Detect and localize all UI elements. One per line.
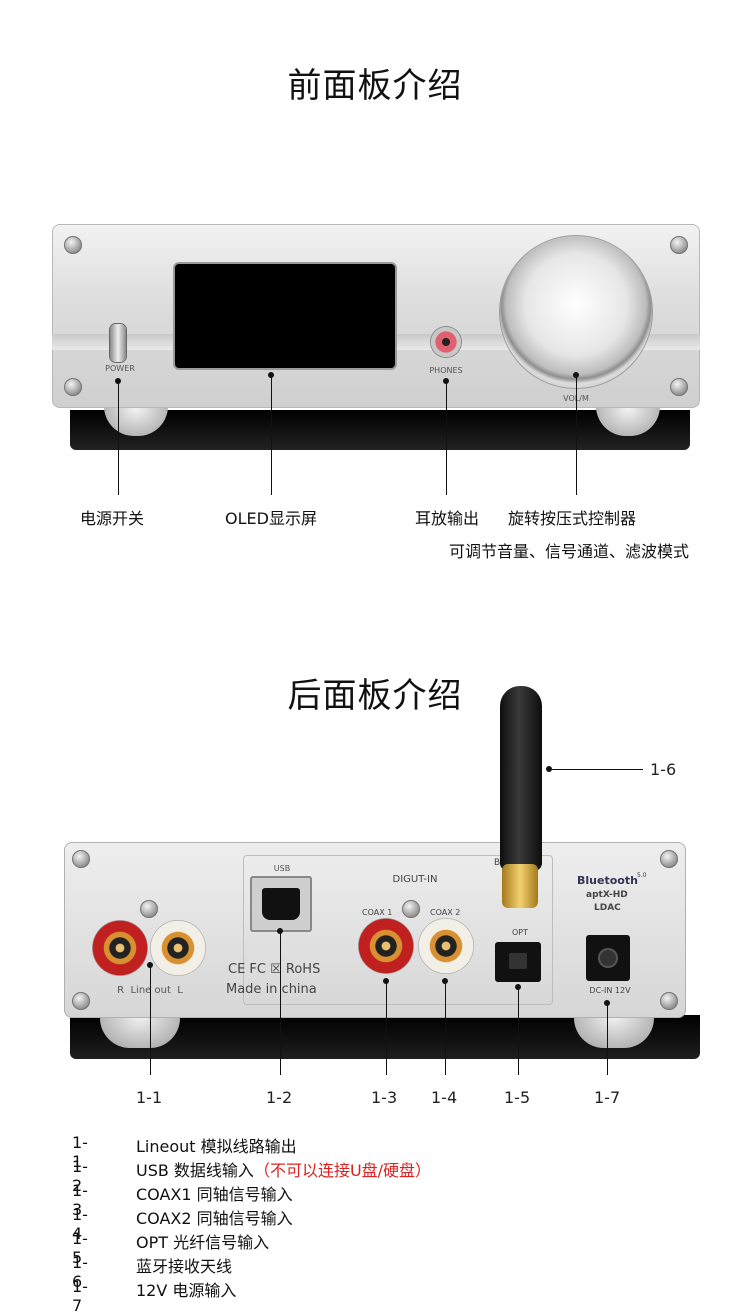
legend-key: 1-2 [72, 1157, 88, 1195]
volume-knob-icon [500, 236, 652, 388]
screw-icon [660, 850, 678, 868]
callout-1-6: 1-6 [650, 760, 677, 779]
usb-label: USB [273, 864, 291, 873]
phones-jack-icon [431, 327, 461, 357]
screw-icon [670, 236, 688, 254]
callout-1-1: 1-1 [136, 1088, 163, 1107]
legend-text: 蓝牙接收天线 [136, 1257, 233, 1276]
legend-key: 1-7 [72, 1277, 88, 1315]
legend-text: OPT 光纤信号输入 [136, 1233, 270, 1252]
phones-label: PHONES [429, 366, 463, 375]
optical-port-icon [495, 942, 541, 982]
bt-label: BT [494, 858, 506, 868]
callout-1-4: 1-4 [431, 1088, 458, 1107]
legend-note: （不可以连接U盘/硬盘） [253, 1161, 432, 1180]
leader-line [118, 381, 119, 495]
legend-text: COAX2 同轴信号输入 [136, 1209, 293, 1228]
bluetooth-version: 5.0 [637, 872, 647, 879]
callout-1-3: 1-3 [371, 1088, 398, 1107]
legend-key: 1-4 [72, 1205, 88, 1243]
rca-lineout-l-icon [150, 920, 206, 976]
callout-1-5: 1-5 [504, 1088, 531, 1107]
made-in-label: Made in china [226, 982, 317, 997]
opt-label: OPT [511, 928, 528, 937]
callout-1-2: 1-2 [266, 1088, 293, 1107]
bluetooth-logo: Bluetooth [577, 874, 638, 887]
legend-key: 1-6 [72, 1253, 88, 1291]
leader-line [576, 375, 577, 495]
leader-line [445, 981, 446, 1075]
aptx-label: aptX-HD [586, 890, 628, 900]
screw-icon [72, 850, 90, 868]
coax1-label: COAX 1 [362, 908, 393, 917]
coax2-label: COAX 2 [430, 908, 461, 917]
legend-text: COAX1 同轴信号输入 [136, 1185, 293, 1204]
power-label: POWER [105, 364, 135, 373]
callout-knob-desc: 可调节音量、信号通道、滤波模式 [449, 542, 690, 561]
callout-power: 电源开关 [80, 509, 145, 528]
rear-panel-title: 后面板介绍 [287, 676, 463, 716]
front-device-shadow [70, 410, 690, 450]
legend-key: 1-5 [72, 1229, 88, 1267]
legend-text: USB 数据线输入 [136, 1161, 254, 1180]
legend-text-wrap: USB 数据线输入（不可以连接U盘/硬盘） [136, 1157, 431, 1181]
rca-coax2-icon [418, 918, 474, 974]
usb-port-icon [250, 876, 312, 932]
leader-line [607, 1003, 608, 1075]
antenna-connector-icon [502, 864, 538, 908]
callout-1-7: 1-7 [594, 1088, 621, 1107]
lineout-label: R Line out L [117, 985, 183, 996]
power-toggle-icon [110, 324, 126, 362]
digit-in-label: DIGUT-IN [392, 874, 438, 885]
leader-line [549, 769, 643, 770]
leader-line [150, 965, 151, 1075]
screw-icon [64, 236, 82, 254]
dc-jack-icon [586, 935, 630, 981]
callout-phones: 耳放输出 [415, 509, 480, 528]
dc-in-label: DC-IN 12V [589, 986, 631, 995]
leader-line [446, 381, 447, 495]
antenna-icon [500, 686, 542, 871]
screw-icon [140, 900, 158, 918]
leader-line [271, 375, 272, 495]
legend-text: Lineout 模拟线路输出 [136, 1137, 297, 1156]
legend-text: 12V 电源输入 [136, 1281, 237, 1300]
legend-key: 1-1 [72, 1133, 88, 1171]
rca-lineout-r-icon [92, 920, 148, 976]
screw-icon [402, 900, 420, 918]
screw-icon [64, 378, 82, 396]
callout-knob: 旋转按压式控制器 [508, 509, 637, 528]
rca-coax1-icon [358, 918, 414, 974]
cert-marks: CE FC ☒ RoHS [228, 962, 321, 977]
oled-display [175, 264, 395, 368]
legend-key: 1-3 [72, 1181, 88, 1219]
ldac-label: LDAC [594, 903, 621, 913]
leader-line [280, 931, 281, 1075]
screw-icon [670, 378, 688, 396]
screw-icon [72, 992, 90, 1010]
leader-line [518, 987, 519, 1075]
screw-icon [660, 992, 678, 1010]
leader-line [386, 981, 387, 1075]
front-panel-title: 前面板介绍 [287, 66, 463, 106]
callout-oled: OLED显示屏 [225, 509, 317, 528]
